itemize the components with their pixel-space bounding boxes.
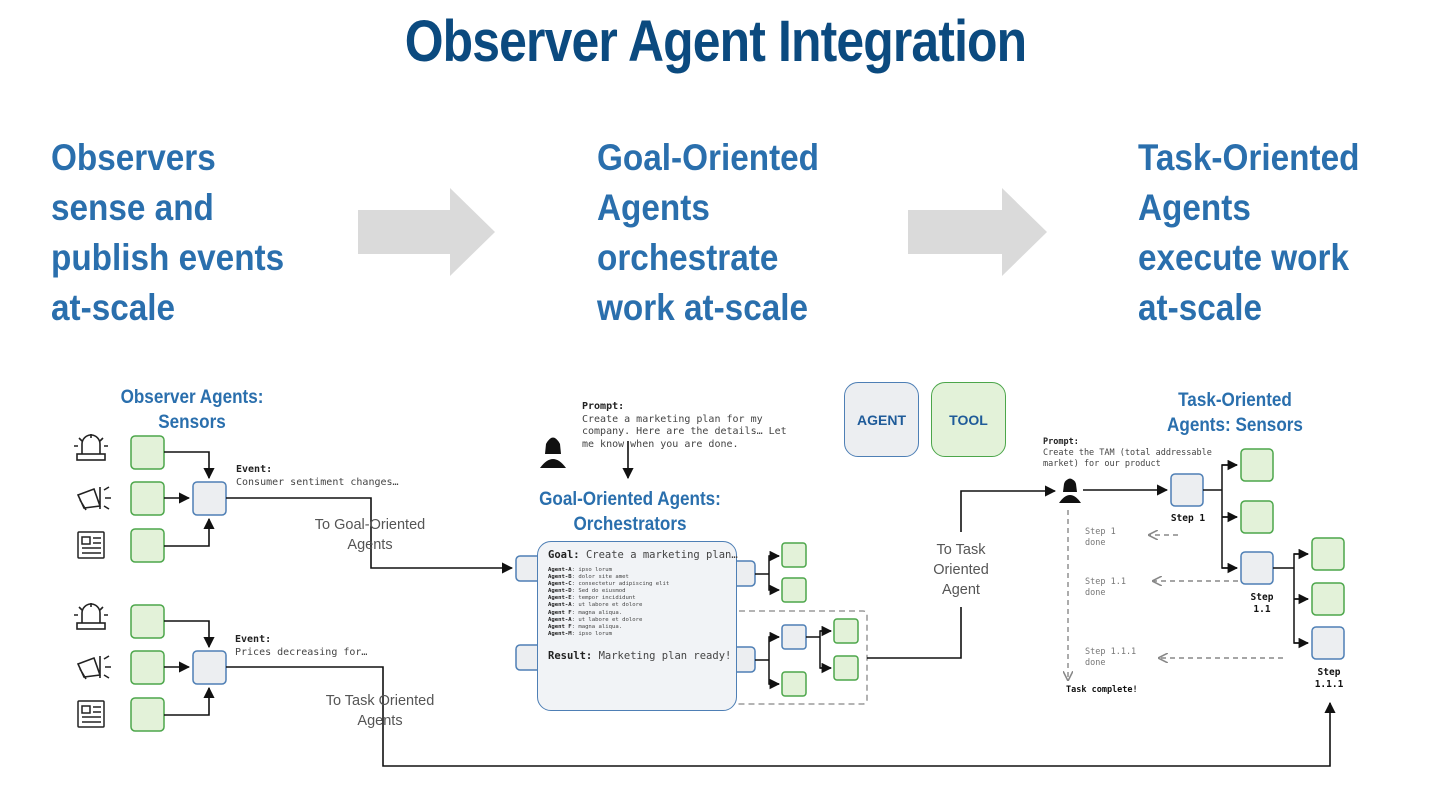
- observer-group-2: [130, 604, 1336, 767]
- agent-list-item: Agent-A: ipso lorum: [548, 567, 613, 573]
- agent-list-item: Agent-D: Sed do eiusmod: [548, 588, 626, 595]
- person-icon: [1059, 478, 1081, 503]
- tool-box: [781, 577, 807, 603]
- tool-box: [1240, 500, 1274, 534]
- agent-box: [1311, 626, 1345, 660]
- agent-box: [781, 624, 807, 650]
- tool-box: [130, 528, 165, 563]
- tool-box: [781, 671, 807, 697]
- siren-icon: [74, 603, 108, 630]
- task-complete: Task complete!: [1066, 685, 1138, 695]
- tool-box: [1240, 448, 1274, 482]
- goal-oriented-agents-heading: Goal-Oriented Agents:Orchestrators: [539, 489, 721, 535]
- legend-agent: AGENT: [844, 382, 919, 457]
- agent-list-item: Agent-A: ut labore et dolore: [548, 602, 643, 609]
- tool-box: [130, 481, 165, 516]
- tool-box: [130, 435, 165, 470]
- tool-box: [130, 604, 165, 639]
- flow-arrow-1: [358, 188, 495, 276]
- goal-line: Goal: Create a marketing plan…: [548, 549, 738, 561]
- megaphone-icon: [76, 655, 111, 680]
- step-1-label: Step 1: [1170, 513, 1206, 524]
- agent-list-item: Agent F: magna aliqua.: [548, 623, 623, 630]
- agent-list-item: Agent-A: ut labore et dolore: [548, 616, 643, 623]
- agent-box: [1170, 473, 1204, 507]
- agent-list-item: Agent F: magna aliqua.: [548, 609, 623, 616]
- orchestrator-panel: Goal: Create a marketing plan… Agent-A: …: [537, 541, 738, 711]
- task-prompt: Prompt: Create the TAM (total addressabl…: [1043, 437, 1212, 469]
- agent-box: [192, 650, 227, 685]
- tool-box: [130, 697, 165, 732]
- tool-box: [833, 655, 859, 681]
- tool-box: [781, 542, 807, 568]
- agent-box: [1240, 551, 1274, 585]
- agent-list-item: Agent-B: dolor site amet: [548, 574, 629, 581]
- agent-list-item: Agent-M: ipso lorum: [548, 630, 613, 637]
- tool-box: [833, 618, 859, 644]
- observer-agents-heading: Observer Agents:Sensors: [120, 387, 264, 433]
- event-2: Event:Prices decreasing for…: [235, 634, 368, 658]
- flow-arrow-2: [908, 188, 1047, 276]
- result-line: Result: Marketing plan ready!: [548, 650, 732, 662]
- page-title: Observer Agent Integration: [404, 9, 1027, 74]
- tool-box: [130, 650, 165, 685]
- event-1: Event:Consumer sentiment changes…: [236, 464, 399, 488]
- tool-box: [1311, 537, 1345, 571]
- newspaper-icon: [77, 531, 105, 559]
- observer-group-1: [130, 435, 514, 574]
- newspaper-icon: [77, 700, 105, 728]
- person-icon: [540, 437, 566, 468]
- megaphone-icon: [76, 486, 111, 511]
- legend-tool: TOOL: [931, 382, 1006, 457]
- tool-box: [1311, 582, 1345, 616]
- siren-icon: [74, 434, 108, 461]
- agent-list-item: Agent-C: consectetur adipiscing elit: [548, 581, 670, 588]
- agent-box: [192, 481, 227, 516]
- agent-list-item: Agent-E: tempor incididunt: [548, 595, 636, 602]
